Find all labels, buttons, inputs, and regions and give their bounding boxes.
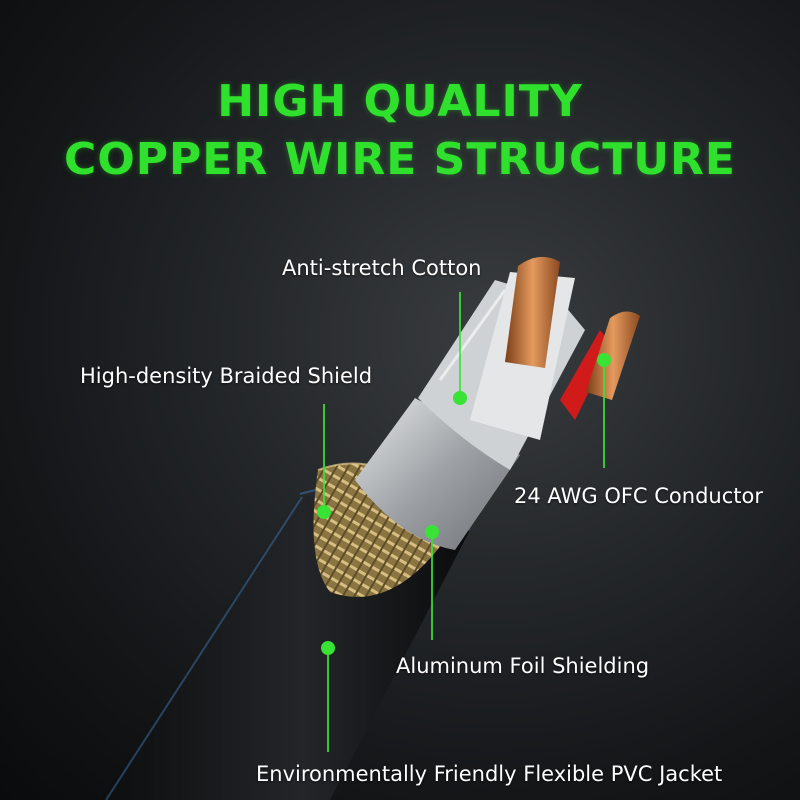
callout-cotton: Anti-stretch Cotton [282, 256, 482, 280]
headline-line-2: COPPER WIRE STRUCTURE [64, 134, 736, 185]
callout-pvc-jacket: Environmentally Friendly Flexible PVC Ja… [256, 762, 723, 786]
dot-braid [317, 505, 331, 519]
dot-jacket [321, 641, 335, 655]
dot-cotton [453, 391, 467, 405]
dot-conductor [597, 353, 611, 367]
callout-braided-shield: High-density Braided Shield [80, 364, 373, 388]
callout-conductor: 24 AWG OFC Conductor [514, 484, 763, 508]
dot-foil [425, 525, 439, 539]
copper-conductor-2 [586, 311, 640, 400]
callout-foil-shielding: Aluminum Foil Shielding [396, 654, 650, 678]
copper-conductor-1 [505, 256, 560, 368]
headline-line-1: HIGH QUALITY [217, 76, 583, 127]
